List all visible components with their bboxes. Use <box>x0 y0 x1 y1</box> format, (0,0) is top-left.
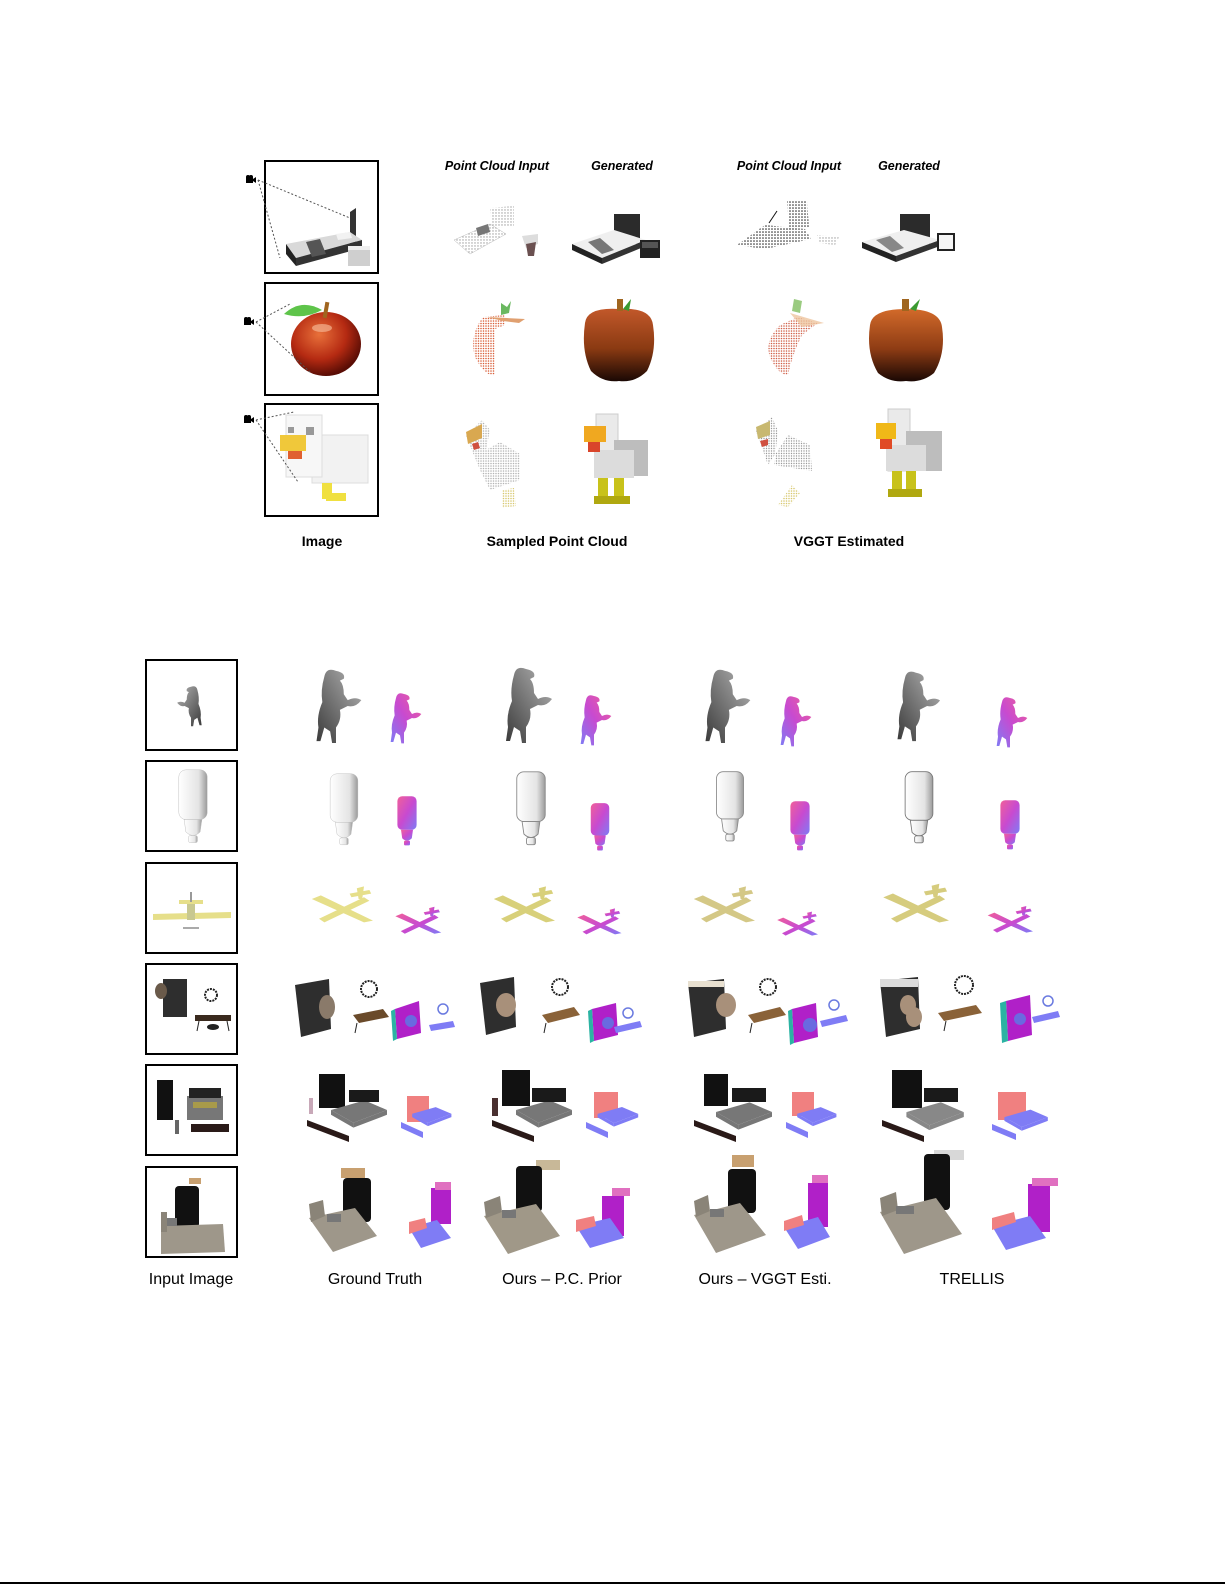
col-header-sampled-generated: Generated <box>591 159 653 173</box>
bedroom-scene-render <box>157 1080 229 1134</box>
input-image-bed <box>264 160 379 274</box>
col-label-ground-truth: Ground Truth <box>327 1271 423 1288</box>
apple-render <box>284 301 361 376</box>
trellis-bulb <box>900 770 1030 860</box>
input-image-plane <box>145 862 238 954</box>
sampled-pointcloud-apple <box>473 301 525 376</box>
col-label-trellis: TRELLIS <box>939 1271 1005 1288</box>
pc-prior-horse <box>490 665 620 755</box>
pc-prior-wardrobe-scene <box>480 973 650 1050</box>
pc-prior-bed-wardrobe-scene <box>480 1160 640 1265</box>
camera-icon <box>244 415 254 423</box>
generated-bed <box>572 214 660 264</box>
vggt-generated-bed <box>862 214 955 262</box>
vggt-wardrobe-scene <box>688 975 858 1052</box>
gt-horse <box>300 665 430 755</box>
group-label-image: Image <box>301 533 343 549</box>
pc-prior-bulb <box>512 770 622 860</box>
vggt-bedroom-scene <box>692 1070 852 1155</box>
wardrobe-scene-render <box>155 979 231 1032</box>
camera-frustum-lines <box>255 303 311 373</box>
camera-frustum-lines <box>255 411 299 483</box>
bulb-render <box>178 769 208 844</box>
trellis-bed-wardrobe-scene <box>878 1150 1063 1265</box>
pc-prior-bedroom-scene <box>490 1068 650 1155</box>
vggt-generated-chicken <box>876 408 942 497</box>
vggt-bed-wardrobe-scene <box>690 1155 850 1265</box>
camera-icon <box>246 175 256 183</box>
input-image-wardrobe-scene <box>145 963 238 1055</box>
col-label-ours-pc-prior: Ours – P.C. Prior <box>502 1271 622 1288</box>
group-label-vggt: VGGT Estimated <box>793 533 905 549</box>
input-image-chicken <box>264 403 379 517</box>
gt-bedroom-scene <box>305 1070 465 1155</box>
gt-wardrobe-scene <box>295 975 465 1050</box>
trellis-wardrobe-scene <box>880 973 1065 1050</box>
col-header-sampled-input: Point Cloud Input <box>444 159 550 173</box>
vggt-bulb <box>712 770 822 860</box>
input-image-apple <box>264 282 379 396</box>
page-bottom-rule <box>0 1582 1225 1584</box>
trellis-bedroom-scene <box>880 1068 1060 1155</box>
input-image-bed-wardrobe-scene <box>145 1166 238 1258</box>
sampled-pointcloud-chicken <box>466 420 520 508</box>
camera-frustum-lines <box>257 179 351 259</box>
trellis-horse <box>880 665 1040 755</box>
input-image-bedroom-scene <box>145 1064 238 1156</box>
vggt-generated-apple <box>869 299 943 382</box>
voxel-chicken-render <box>280 414 369 501</box>
gt-bulb <box>325 770 435 860</box>
plane-render <box>153 892 231 929</box>
vggt-pointcloud-chicken <box>756 417 812 507</box>
col-header-vggt-input: Point Cloud Input <box>736 159 842 173</box>
vggt-plane <box>692 880 842 955</box>
trellis-plane <box>880 878 1050 953</box>
input-image-horse <box>145 659 238 751</box>
col-label-ours-vggt: Ours – VGGT Esti. <box>698 1271 832 1288</box>
gt-plane <box>310 880 460 955</box>
col-header-vggt-generated: Generated <box>878 159 940 173</box>
bed-wardrobe-render <box>161 1178 225 1254</box>
vggt-horse <box>690 665 820 755</box>
pc-prior-plane <box>492 880 642 955</box>
generated-apple <box>583 299 655 382</box>
group-label-sampled: Sampled Point Cloud <box>486 533 628 549</box>
input-image-bulb <box>145 760 238 852</box>
horse-render <box>177 686 202 727</box>
vggt-pointcloud-bed <box>737 201 839 249</box>
camera-icon <box>244 317 254 325</box>
bed-render <box>286 208 370 266</box>
generated-chicken <box>584 413 648 504</box>
gt-bed-wardrobe-scene <box>305 1168 465 1265</box>
sampled-pointcloud-bed <box>453 206 538 256</box>
col-label-input-image: Input Image <box>148 1271 234 1288</box>
vggt-pointcloud-apple <box>768 299 824 375</box>
